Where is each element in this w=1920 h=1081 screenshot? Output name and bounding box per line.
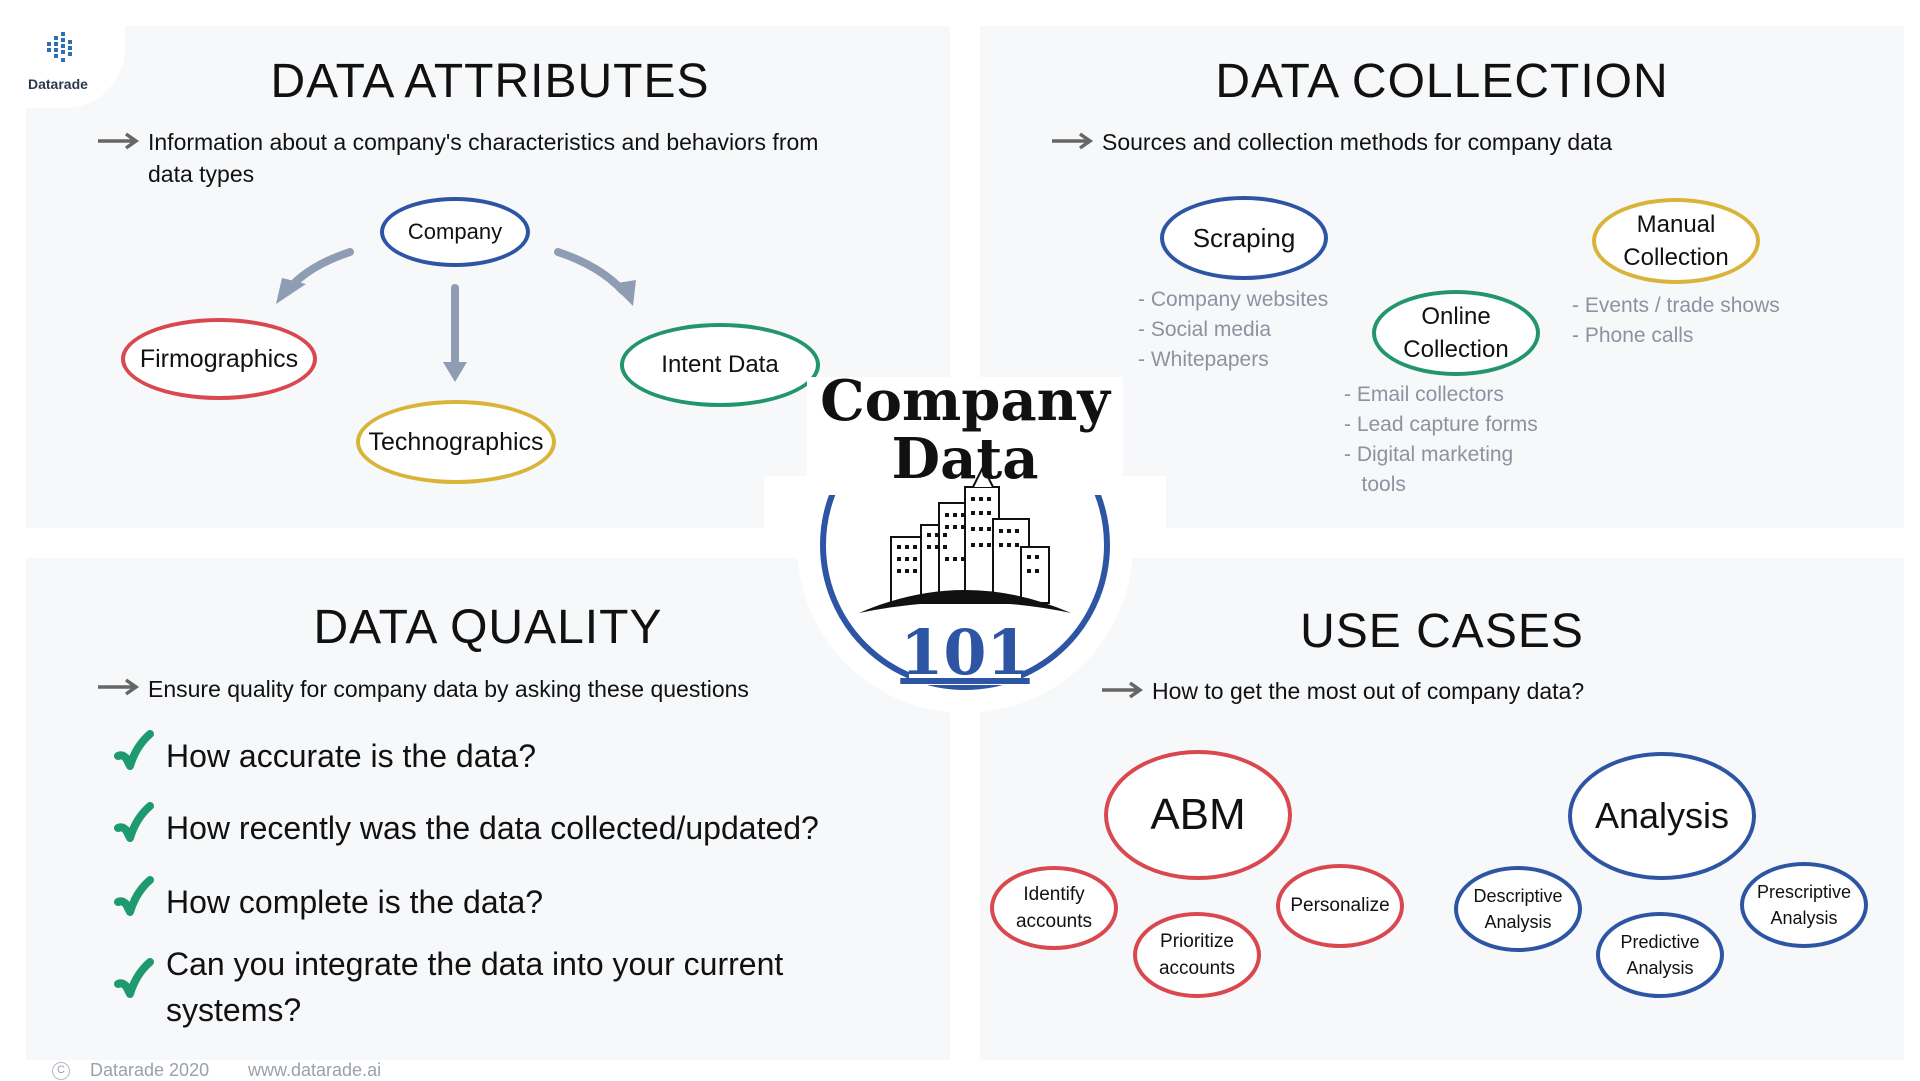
prioritize-accounts-label-line2: accounts xyxy=(1158,958,1236,979)
center-title-line2: Data xyxy=(891,426,1039,492)
intent-data-node-label: Intent Data xyxy=(661,351,779,378)
collection-lead: Sources and collection methods for compa… xyxy=(1102,129,1613,155)
panel-data-collection xyxy=(980,26,1904,528)
prescriptive-analysis-label-line2: Analysis xyxy=(1770,908,1838,928)
use-cases-lead: How to get the most out of company data? xyxy=(1152,678,1585,704)
panel-data-quality xyxy=(26,558,950,1060)
analysis-node-label: Analysis xyxy=(1594,795,1730,836)
quality-lead: Ensure quality for company data by askin… xyxy=(148,676,749,702)
use-cases-lead-arrow-icon xyxy=(1102,681,1144,699)
center-number: 101 xyxy=(900,616,1030,689)
center-title-line1: Company xyxy=(820,368,1110,434)
abm-node: ABM xyxy=(1104,750,1292,880)
identify-accounts-label-line2: accounts xyxy=(1015,911,1093,932)
building-windows xyxy=(897,497,1039,573)
analysis-node: Analysis xyxy=(1568,752,1756,880)
prescriptive-analysis-label-line1: Prescriptive xyxy=(1756,882,1852,902)
predictive-analysis-node: Predictive Analysis xyxy=(1596,912,1724,998)
company-node: Company xyxy=(380,197,530,267)
manual-collection-label-line1: Manual xyxy=(1636,211,1716,238)
check-icon xyxy=(114,958,154,998)
predictive-analysis-label-line2: Analysis xyxy=(1626,958,1694,978)
prioritize-accounts-node: Prioritize accounts xyxy=(1133,912,1261,998)
quality-question-4: Can you integrate the data into your cur… xyxy=(166,941,783,1033)
personalize-node-label: Personalize xyxy=(1290,895,1390,916)
logo[interactable]: Datarade xyxy=(0,0,125,108)
datarade-logo-icon xyxy=(47,32,72,62)
number-backing xyxy=(909,627,1021,685)
footer-url[interactable]: www.datarade.ai xyxy=(248,1060,382,1080)
identify-accounts-node: Identify accounts xyxy=(990,866,1118,950)
check-icon xyxy=(114,876,154,916)
prescriptive-analysis-node: Prescriptive Analysis xyxy=(1740,862,1868,948)
company-node-label: Company xyxy=(407,219,503,244)
check-icon xyxy=(114,802,154,842)
collection-title: DATA COLLECTION xyxy=(1215,55,1669,108)
quality-question-4-line1: Can you integrate the data into your cur… xyxy=(166,946,784,982)
technographics-node: Technographics xyxy=(356,400,556,484)
online-collection-label-line2: Collection xyxy=(1403,336,1509,363)
scraping-node-label: Scraping xyxy=(1192,222,1296,253)
prioritize-accounts-label-line1: Prioritize xyxy=(1160,931,1234,952)
attributes-title: DATA ATTRIBUTES xyxy=(270,55,710,108)
descriptive-analysis-label-line2: Analysis xyxy=(1484,912,1552,932)
use-cases-title: USE CASES xyxy=(1300,605,1584,658)
quality-lead-arrow-icon xyxy=(98,678,140,696)
quality-question-2: How recently was the data collected/upda… xyxy=(166,810,819,846)
quality-question-1: How accurate is the data? xyxy=(166,738,536,774)
descriptive-analysis-node: Descriptive Analysis xyxy=(1454,866,1582,952)
attributes-lead: Information about a company's characteri… xyxy=(148,126,928,190)
center-badge xyxy=(807,377,1123,690)
copyright-symbol: C xyxy=(57,1064,65,1076)
scraping-sources: - Company websites - Social media - Whit… xyxy=(1138,288,1329,371)
online-collection-sources: - Email collectors - Lead capture forms … xyxy=(1344,383,1538,496)
collection-lead-arrow-icon xyxy=(1052,132,1094,150)
identify-accounts-label-line1: Identify xyxy=(1023,884,1085,905)
personalize-node: Personalize xyxy=(1276,864,1404,948)
center-title: Company Data xyxy=(797,372,1133,488)
attributes-lead-arrow-icon xyxy=(98,132,140,150)
logo-text: Datarade xyxy=(28,76,88,92)
attributes-lead-line1: Information about a company's characteri… xyxy=(148,129,819,155)
scraping-node: Scraping xyxy=(1160,196,1328,280)
descriptive-analysis-label-line1: Descriptive xyxy=(1473,886,1563,906)
check-icon xyxy=(114,730,154,770)
intent-data-node: Intent Data xyxy=(620,323,820,407)
predictive-analysis-label-line1: Predictive xyxy=(1620,932,1700,952)
quality-question-4-line2: systems? xyxy=(166,992,302,1028)
firmographics-node: Firmographics xyxy=(121,318,317,400)
footer-copyright: Datarade 2020 xyxy=(90,1060,210,1080)
technographics-node-label: Technographics xyxy=(368,427,544,456)
ground-arc xyxy=(859,590,1071,613)
attributes-lead-line2: data types xyxy=(148,161,255,187)
title-backing xyxy=(807,377,1123,495)
firmographics-node-label: Firmographics xyxy=(139,344,299,373)
online-collection-node: Online Collection xyxy=(1372,290,1540,376)
attributes-connector-arrows xyxy=(276,248,636,382)
quality-question-3: How complete is the data? xyxy=(166,884,544,920)
online-collection-label-line1: Online xyxy=(1421,303,1491,330)
quality-title: DATA QUALITY xyxy=(313,601,663,654)
copyright-icon: C xyxy=(52,1062,70,1080)
manual-collection-node: Manual Collection xyxy=(1592,198,1760,284)
manual-collection-sources: - Events / trade shows - Phone calls xyxy=(1572,294,1780,347)
manual-collection-label-line2: Collection xyxy=(1623,244,1729,271)
abm-node-label: ABM xyxy=(1150,790,1246,839)
